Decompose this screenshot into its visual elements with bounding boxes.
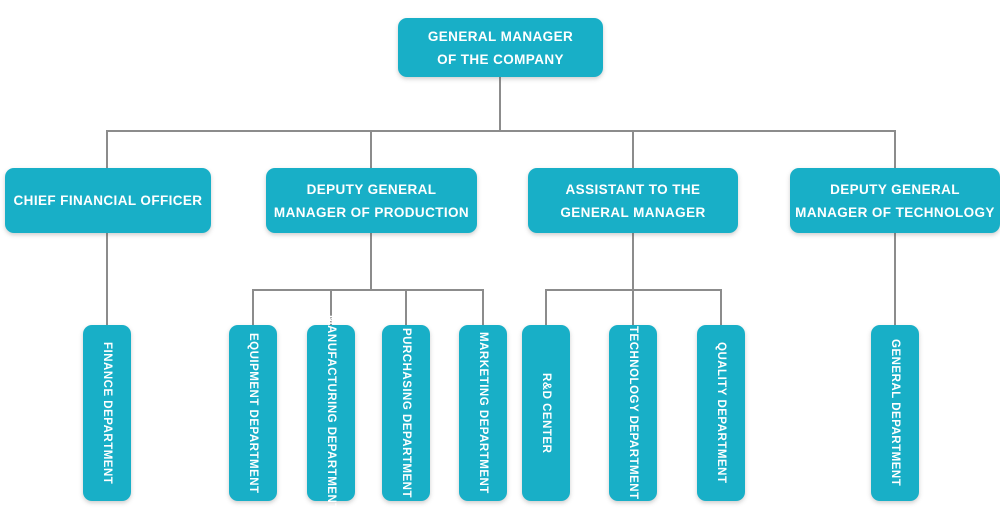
connector-cfo-finance [106, 232, 108, 327]
connector-drop-manufacturing [330, 289, 332, 327]
org-node-general-manager: GENERAL MANAGER OF THE COMPANY [398, 18, 603, 77]
connector-drop-purchasing [405, 289, 407, 327]
org-node-label: DEPUTY GENERAL [830, 181, 960, 197]
org-node-label: GENERAL DEPARTMENT [889, 339, 901, 487]
org-node-finance-department: FINANCE DEPARTMENT [83, 325, 131, 501]
org-node-manufacturing-department: MANUFACTURING DEPARTMENT [307, 315, 355, 511]
org-node-purchasing-department: PURCHASING DEPARTMENT [382, 325, 430, 501]
connector-drop-technology [894, 130, 896, 170]
org-node-general-department: GENERAL DEPARTMENT [871, 325, 919, 501]
connector-assistant-stem [632, 232, 634, 290]
connector-root-stem [499, 77, 501, 131]
org-node-label: R&D CENTER [540, 372, 552, 454]
org-node-label: TECHNOLOGY DEPARTMENT [627, 326, 639, 500]
org-node-label: PURCHASING DEPARTMENT [400, 327, 412, 498]
org-node-deputy-gm-technology: DEPUTY GENERAL MANAGER OF TECHNOLOGY [790, 168, 1000, 233]
org-node-label: FINANCE DEPARTMENT [101, 341, 113, 485]
org-node-chief-financial-officer: CHIEF FINANCIAL OFFICER [5, 168, 211, 233]
connector-drop-assistant [632, 130, 634, 170]
org-node-label: MARKETING DEPARTMENT [477, 332, 489, 494]
connector-production-horizontal [252, 289, 484, 291]
org-node-label: DEPUTY GENERAL [306, 181, 437, 197]
org-node-quality-department: QUALITY DEPARTMENT [697, 325, 745, 501]
connector-drop-quality [720, 289, 722, 327]
org-node-label: MANAGER OF TECHNOLOGY [795, 204, 995, 220]
org-node-assistant-to-gm: ASSISTANT TO THE GENERAL MANAGER [528, 168, 738, 233]
connector-drop-cfo [106, 130, 108, 170]
org-node-label: GENERAL MANAGER [560, 204, 706, 220]
connector-technology-general [894, 232, 896, 327]
connector-drop-equipment [252, 289, 254, 327]
connector-drop-technology-dept [632, 289, 634, 327]
org-node-technology-department: TECHNOLOGY DEPARTMENT [609, 325, 657, 501]
org-node-rnd-center: R&D CENTER [522, 325, 570, 501]
org-node-equipment-department: EQUIPMENT DEPARTMENT [229, 325, 277, 501]
org-node-label: EQUIPMENT DEPARTMENT [247, 332, 259, 494]
org-node-label: MANUFACTURING DEPARTMENT [325, 315, 337, 511]
org-node-marketing-department: MARKETING DEPARTMENT [459, 325, 507, 501]
org-node-label: QUALITY DEPARTMENT [715, 342, 727, 484]
connector-drop-marketing [482, 289, 484, 327]
connector-drop-production [370, 130, 372, 170]
org-node-label: GENERAL MANAGER [427, 28, 574, 44]
connector-production-stem [370, 232, 372, 290]
connector-drop-rnd [545, 289, 547, 327]
org-node-label: MANAGER OF PRODUCTION [273, 204, 470, 220]
org-node-label: OF THE COMPANY [437, 51, 564, 67]
connector-main-horizontal [106, 130, 896, 132]
org-node-label: CHIEF FINANCIAL OFFICER [13, 193, 203, 208]
org-node-deputy-gm-production: DEPUTY GENERAL MANAGER OF PRODUCTION [266, 168, 477, 233]
org-node-label: ASSISTANT TO THE [565, 181, 701, 197]
